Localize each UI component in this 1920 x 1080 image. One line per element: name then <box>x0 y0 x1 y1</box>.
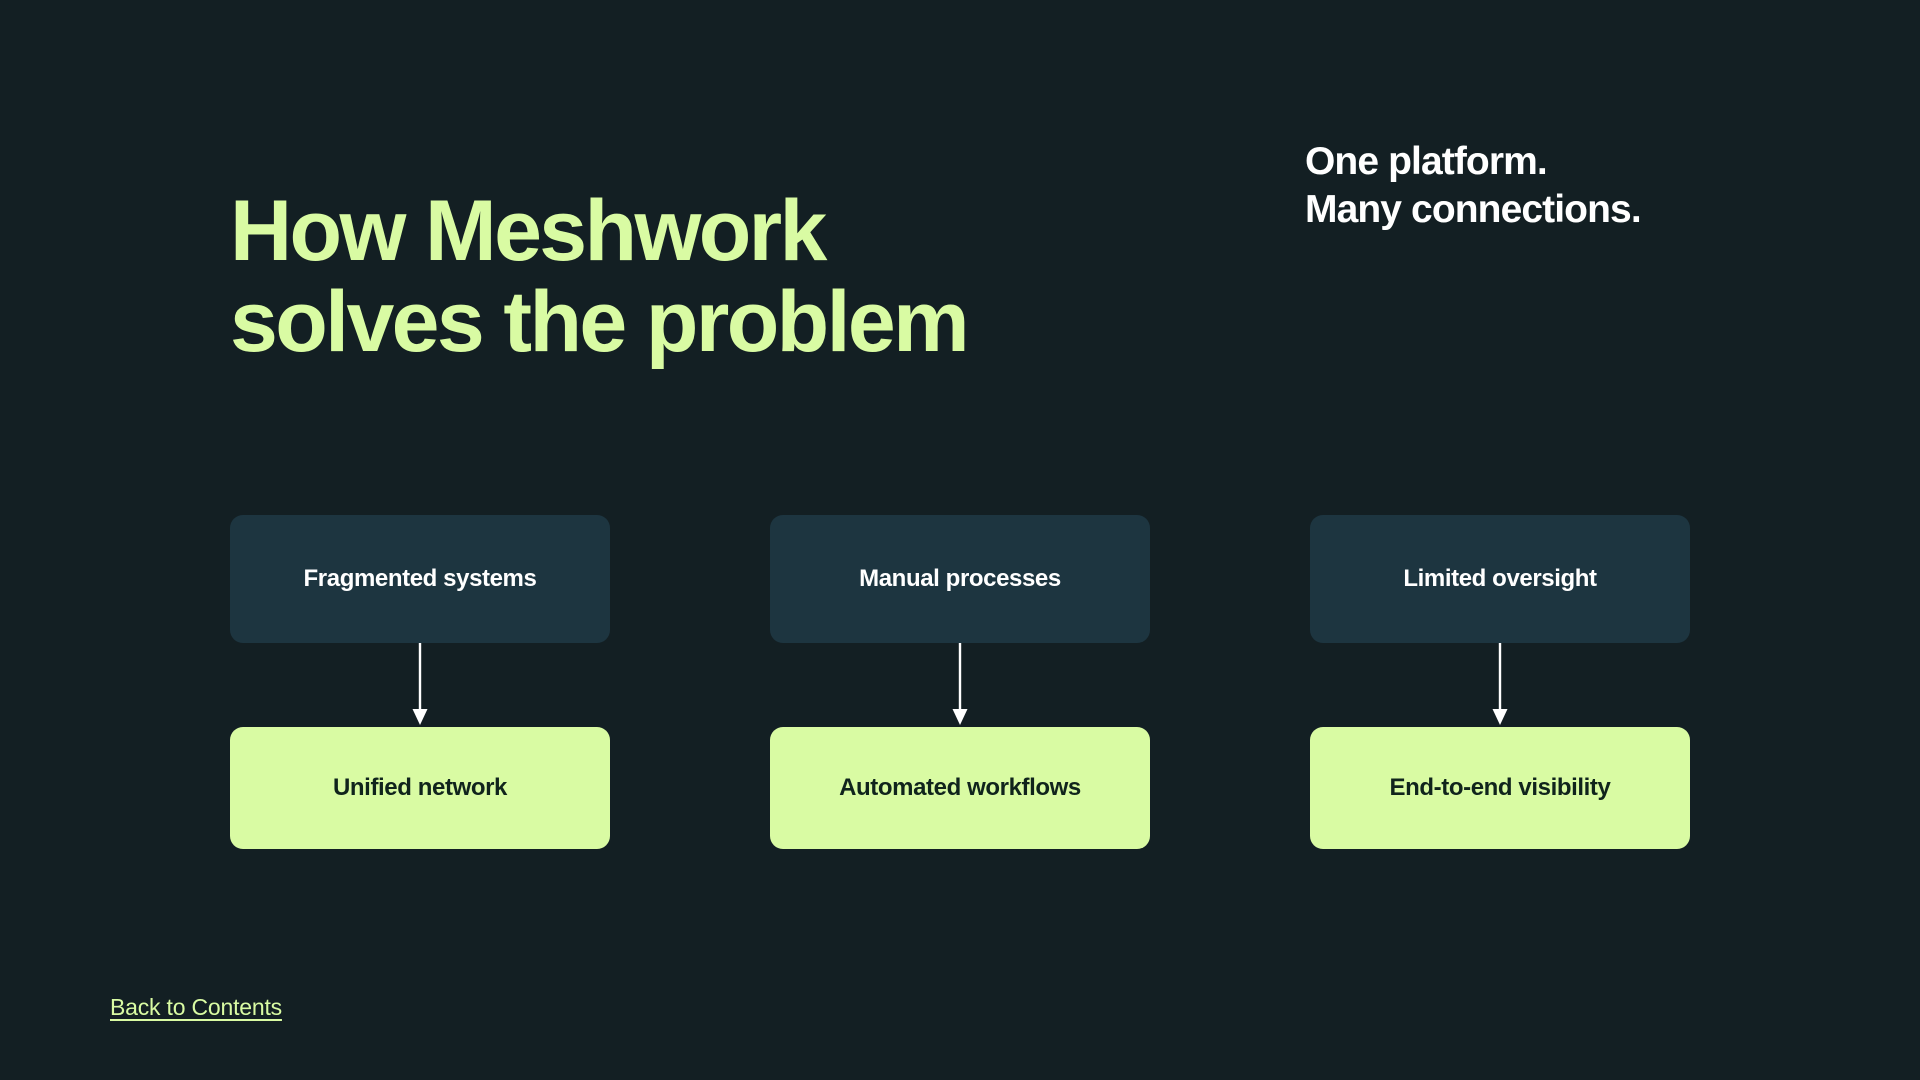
page-title-line-1: How Meshwork <box>230 182 827 279</box>
problem-solution-diagram: Fragmented systems Unified network Manua… <box>230 515 1690 855</box>
solution-card-label: Automated workflows <box>839 774 1081 801</box>
diagram-column: Fragmented systems Unified network <box>230 515 610 855</box>
solution-card-label: Unified network <box>332 774 507 801</box>
problem-card-label: Limited oversight <box>1403 565 1597 592</box>
page-subtitle: One platform. Many connections. <box>1305 138 1865 233</box>
problem-card-label: Manual processes <box>859 565 1061 592</box>
problem-card-label: Fragmented systems <box>303 565 537 592</box>
solution-card-label: End-to-end visibility <box>1389 774 1611 801</box>
page-subtitle-line-2: Many connections. <box>1305 187 1642 231</box>
problem-card[interactable]: Manual processes <box>770 515 1150 643</box>
down-arrow-icon <box>411 643 429 727</box>
diagram-column: Manual processes Automated workflows <box>770 515 1150 855</box>
down-arrow-icon <box>951 643 969 727</box>
problem-card[interactable]: Limited oversight <box>1310 515 1690 643</box>
diagram-column: Limited oversight End-to-end visibility <box>1310 515 1690 855</box>
page-title: How Meshwork solves the problem <box>230 182 1190 370</box>
back-to-contents-link[interactable]: Back to Contents <box>110 994 282 1020</box>
down-arrow-icon <box>1491 643 1509 727</box>
solution-card[interactable]: Automated workflows <box>770 727 1150 849</box>
solution-card[interactable]: End-to-end visibility <box>1310 727 1690 849</box>
problem-card[interactable]: Fragmented systems <box>230 515 610 643</box>
solution-card[interactable]: Unified network <box>230 727 610 849</box>
page-subtitle-line-1: One platform. <box>1305 140 1548 183</box>
page-title-line-2: solves the problem <box>230 273 970 370</box>
